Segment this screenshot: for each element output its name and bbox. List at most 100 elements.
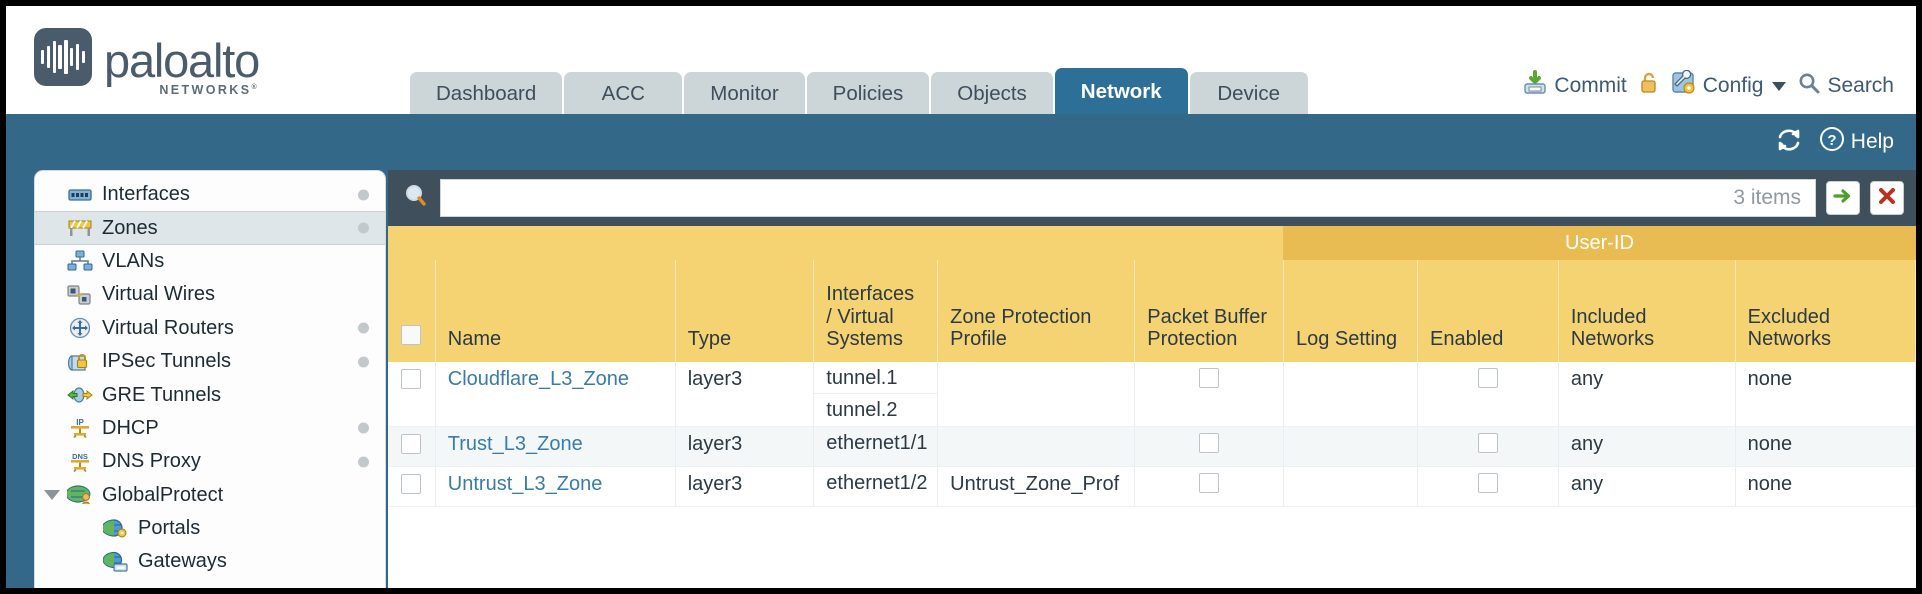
group-header-spacer [388,226,1284,261]
refresh-icon[interactable] [1775,127,1803,158]
cell-type: layer3 [675,426,815,468]
sidebar-item-portals[interactable]: Portals [35,512,385,545]
help-button[interactable]: ? Help [1819,126,1894,158]
sub-header-bar: ? Help [6,114,1916,170]
zone-link[interactable]: Trust_L3_Zone [447,433,583,456]
cell-interfaces: ethernet1/2 [813,466,939,508]
paloalto-logo: paloalto NETWORKS® [34,28,260,97]
sidebar-item-dhcp[interactable]: IP DHCP [35,412,385,445]
tab-device[interactable]: Device [1189,72,1308,116]
interface-entry: tunnel.2 [826,399,898,422]
packet-buffer-protection-checkbox[interactable] [1199,433,1220,454]
userid-enabled-checkbox[interactable] [1477,433,1498,454]
cell-log-setting [1283,426,1419,468]
cell-packet-buffer-protection [1134,466,1284,508]
search-button[interactable]: Search [1797,71,1894,101]
sidebar-item-virtual-routers[interactable]: Virtual Routers [35,312,385,345]
table-header-row: Name Type Interfaces / Virtual Systems Z… [388,260,1916,363]
userid-enabled-checkbox[interactable] [1477,368,1498,389]
config-wrench-icon [1671,69,1697,102]
interfaces-icon [67,184,93,206]
tab-network[interactable]: Network [1054,68,1188,116]
sidebar-item-virtual-wires[interactable]: Virtual Wires [35,278,385,311]
interface-entry: tunnel.1 [814,362,938,395]
content-area: Interfaces Zones VLANs Vir [6,170,1916,588]
sidebar-item-gateways[interactable]: Gateways [35,545,385,578]
sidebar-item-ipsec-tunnels[interactable]: IPSec Tunnels [35,345,385,378]
cell-zone-protection-profile: Untrust_Zone_Prof [937,466,1136,508]
status-dot [358,456,369,468]
packet-buffer-protection-checkbox[interactable] [1199,368,1220,389]
cell-log-setting [1283,362,1419,428]
status-dot [358,222,369,234]
dhcp-icon: IP [67,417,93,439]
globalprotect-icon [65,484,93,506]
commit-label: Commit [1554,74,1627,97]
table-row[interactable]: Trust_L3_Zone layer3 ethernet1/1 [388,426,1916,468]
search-magnifier-icon [402,182,430,215]
sidebar-item-globalprotect[interactable]: GlobalProtect [35,479,385,512]
column-header-zone-protection-profile[interactable]: Zone Protection Profile [937,260,1136,363]
filter-bar: 3 items [388,170,1916,226]
sidebar-item-label: DNS Proxy [102,450,201,473]
red-x-clear-icon [1876,185,1898,212]
cell-name: Cloudflare_L3_Zone [435,362,676,428]
column-header-included-networks[interactable]: Included Networks [1558,260,1736,363]
search-magnifier-icon [1797,71,1821,101]
tab-policies[interactable]: Policies [806,72,930,116]
cell-userid-enabled [1417,466,1559,508]
sidebar-item-zones[interactable]: Zones [35,211,385,245]
status-dot [358,322,369,334]
sidebar-item-label: DHCP [102,416,159,439]
tab-dashboard[interactable]: Dashboard [410,72,563,116]
row-checkbox[interactable] [401,369,422,390]
column-header-excluded-networks[interactable]: Excluded Networks [1735,260,1916,363]
zone-link[interactable]: Cloudflare_L3_Zone [447,368,630,391]
sidebar-item-label: Virtual Wires [102,283,215,306]
column-header-name[interactable]: Name [435,260,676,363]
svg-text:DNS: DNS [72,452,88,461]
vlans-icon [67,250,93,272]
status-dot [358,189,369,201]
svg-text:IP: IP [76,418,84,427]
select-all-checkbox[interactable] [401,325,422,345]
sidebar-item-interfaces[interactable]: Interfaces [35,178,385,211]
sidebar-item-gre-tunnels[interactable]: GRE Tunnels [35,378,385,411]
table-row[interactable]: Cloudflare_L3_Zone layer3 tunnel.1 tunne… [388,362,1916,428]
row-select-cell [388,426,436,468]
gateways-icon [102,551,129,573]
table-group-header-row: User-ID [388,226,1916,261]
tab-monitor[interactable]: Monitor [684,72,805,116]
clear-filter-button[interactable] [1870,181,1904,215]
tab-acc[interactable]: ACC [564,72,683,116]
sidebar-item-label: Virtual Routers [102,316,234,339]
column-header-interfaces[interactable]: Interfaces / Virtual Systems [813,260,939,363]
select-all-header [388,260,436,363]
logo-subtext: NETWORKS® [159,83,260,97]
lock-button[interactable] [1638,71,1660,101]
config-dropdown[interactable]: Config [1671,69,1787,102]
commit-button[interactable]: Commit [1522,70,1627,102]
tree-expand-arrow-icon[interactable] [44,490,60,501]
zones-panel: 3 items [388,170,1916,588]
sidebar-item-dns-proxy[interactable]: DNS DNS Proxy [35,445,385,478]
sidebar-item-label: GlobalProtect [102,483,224,506]
column-header-type[interactable]: Type [675,260,815,363]
apply-filter-button[interactable] [1826,181,1860,215]
row-checkbox[interactable] [401,474,422,495]
sidebar-item-vlans[interactable]: VLANs [35,245,385,278]
column-header-packet-buffer-protection[interactable]: Packet Buffer Protection [1134,260,1284,363]
row-checkbox[interactable] [401,434,422,455]
row-select-cell [388,362,436,428]
userid-enabled-checkbox[interactable] [1477,473,1498,494]
svg-text:?: ? [1827,132,1836,149]
column-header-enabled[interactable]: Enabled [1417,260,1559,363]
search-input[interactable]: 3 items [440,179,1816,217]
tab-objects[interactable]: Objects [931,72,1053,116]
zone-link[interactable]: Untrust_L3_Zone [447,473,603,496]
virtual-wires-icon [67,284,93,306]
packet-buffer-protection-checkbox[interactable] [1199,473,1220,494]
table-row[interactable]: Untrust_L3_Zone layer3 ethernet1/2 Untru… [388,466,1916,508]
column-header-log-setting[interactable]: Log Setting [1283,260,1419,363]
cell-name: Trust_L3_Zone [435,426,676,468]
